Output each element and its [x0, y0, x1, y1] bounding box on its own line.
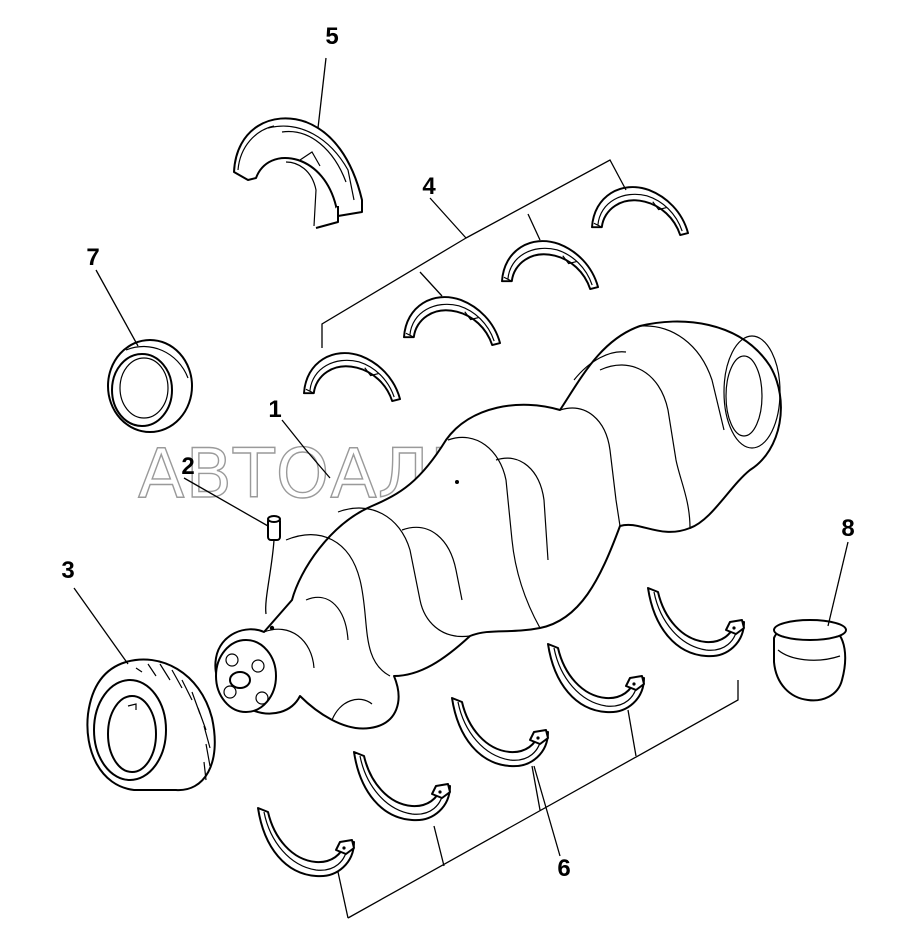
callout-8: 8	[841, 515, 854, 542]
part-6-main-bearing-lower-4	[547, 643, 645, 714]
callout-7: 7	[86, 244, 99, 271]
callout-6: 6	[557, 855, 570, 882]
callout-5: 5	[325, 23, 338, 50]
leader-1	[281, 419, 331, 479]
part-8-bushing	[773, 619, 847, 702]
callout-3: 3	[61, 557, 74, 584]
part-5-thrust-bearing-upper	[233, 117, 363, 229]
part-4-main-bearing-upper-2	[403, 296, 502, 347]
part-6-main-bearing-lower-1	[257, 807, 355, 878]
leader-6-bracket	[337, 680, 739, 919]
leader-2	[183, 477, 269, 527]
callout-2: 2	[181, 453, 194, 480]
leader-3	[73, 587, 129, 665]
part-4-main-bearing-upper-1	[303, 352, 402, 403]
part-6-main-bearing-lower-5	[647, 587, 745, 658]
leader-8	[827, 541, 849, 627]
leader-lines	[73, 57, 849, 919]
leader-5	[317, 57, 327, 129]
part-2-dowel-pin	[267, 515, 281, 541]
part-6-main-bearing-lower-3	[451, 697, 549, 768]
leader-2-drop	[265, 539, 275, 615]
part-4-main-bearing-upper-4	[591, 186, 690, 237]
part-7-rear-oil-seal	[107, 339, 193, 433]
callout-labels: 5 4 7 1 2 8 3 6	[61, 23, 854, 882]
callout-1: 1	[268, 396, 281, 423]
leader-7	[95, 269, 139, 347]
leader-4-bracket	[321, 159, 627, 348]
part-6-main-bearing-lower-2	[353, 751, 451, 822]
callout-4: 4	[422, 173, 436, 200]
part-4-main-bearing-upper-3	[501, 240, 600, 291]
part-1-crankshaft	[214, 320, 782, 730]
part-3-crankshaft-gear	[86, 658, 216, 792]
